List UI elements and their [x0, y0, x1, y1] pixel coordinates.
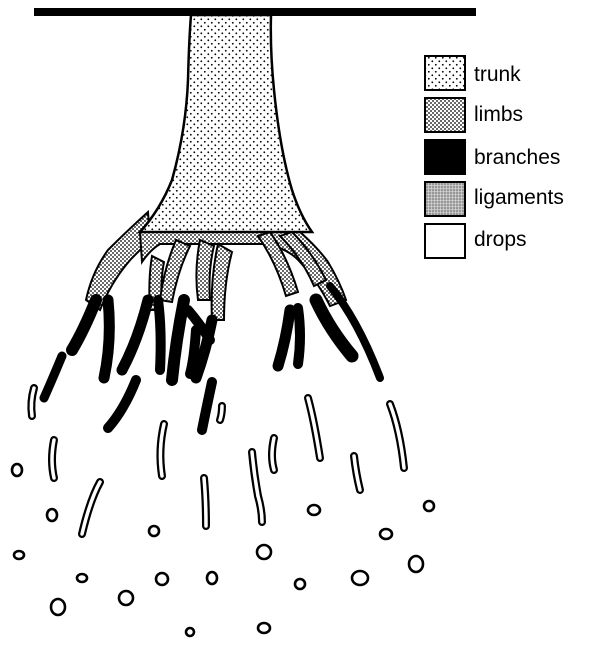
- drops-region: [12, 464, 434, 636]
- legend: trunk limbs branches ligaments drops: [425, 56, 564, 258]
- legend-label-trunk: trunk: [474, 63, 521, 86]
- legend-swatch-ligaments: [425, 182, 465, 216]
- legend-label-branches: branches: [474, 146, 560, 169]
- legend-swatch-drops: [425, 224, 465, 258]
- legend-swatch-limbs: [425, 98, 465, 132]
- ligaments-region: [31, 388, 404, 534]
- legend-item-limbs: limbs: [425, 98, 523, 132]
- legend-label-limbs: limbs: [474, 103, 523, 126]
- legend-item-drops: drops: [425, 224, 527, 258]
- trunk-region: [140, 15, 312, 232]
- legend-label-ligaments: ligaments: [474, 186, 564, 209]
- legend-swatch-branches: [425, 140, 465, 174]
- legend-swatch-trunk: [425, 56, 465, 90]
- legend-item-branches: branches: [425, 140, 560, 174]
- legend-label-drops: drops: [474, 228, 527, 251]
- legend-item-trunk: trunk: [425, 56, 521, 90]
- legend-item-ligaments: ligaments: [425, 182, 564, 216]
